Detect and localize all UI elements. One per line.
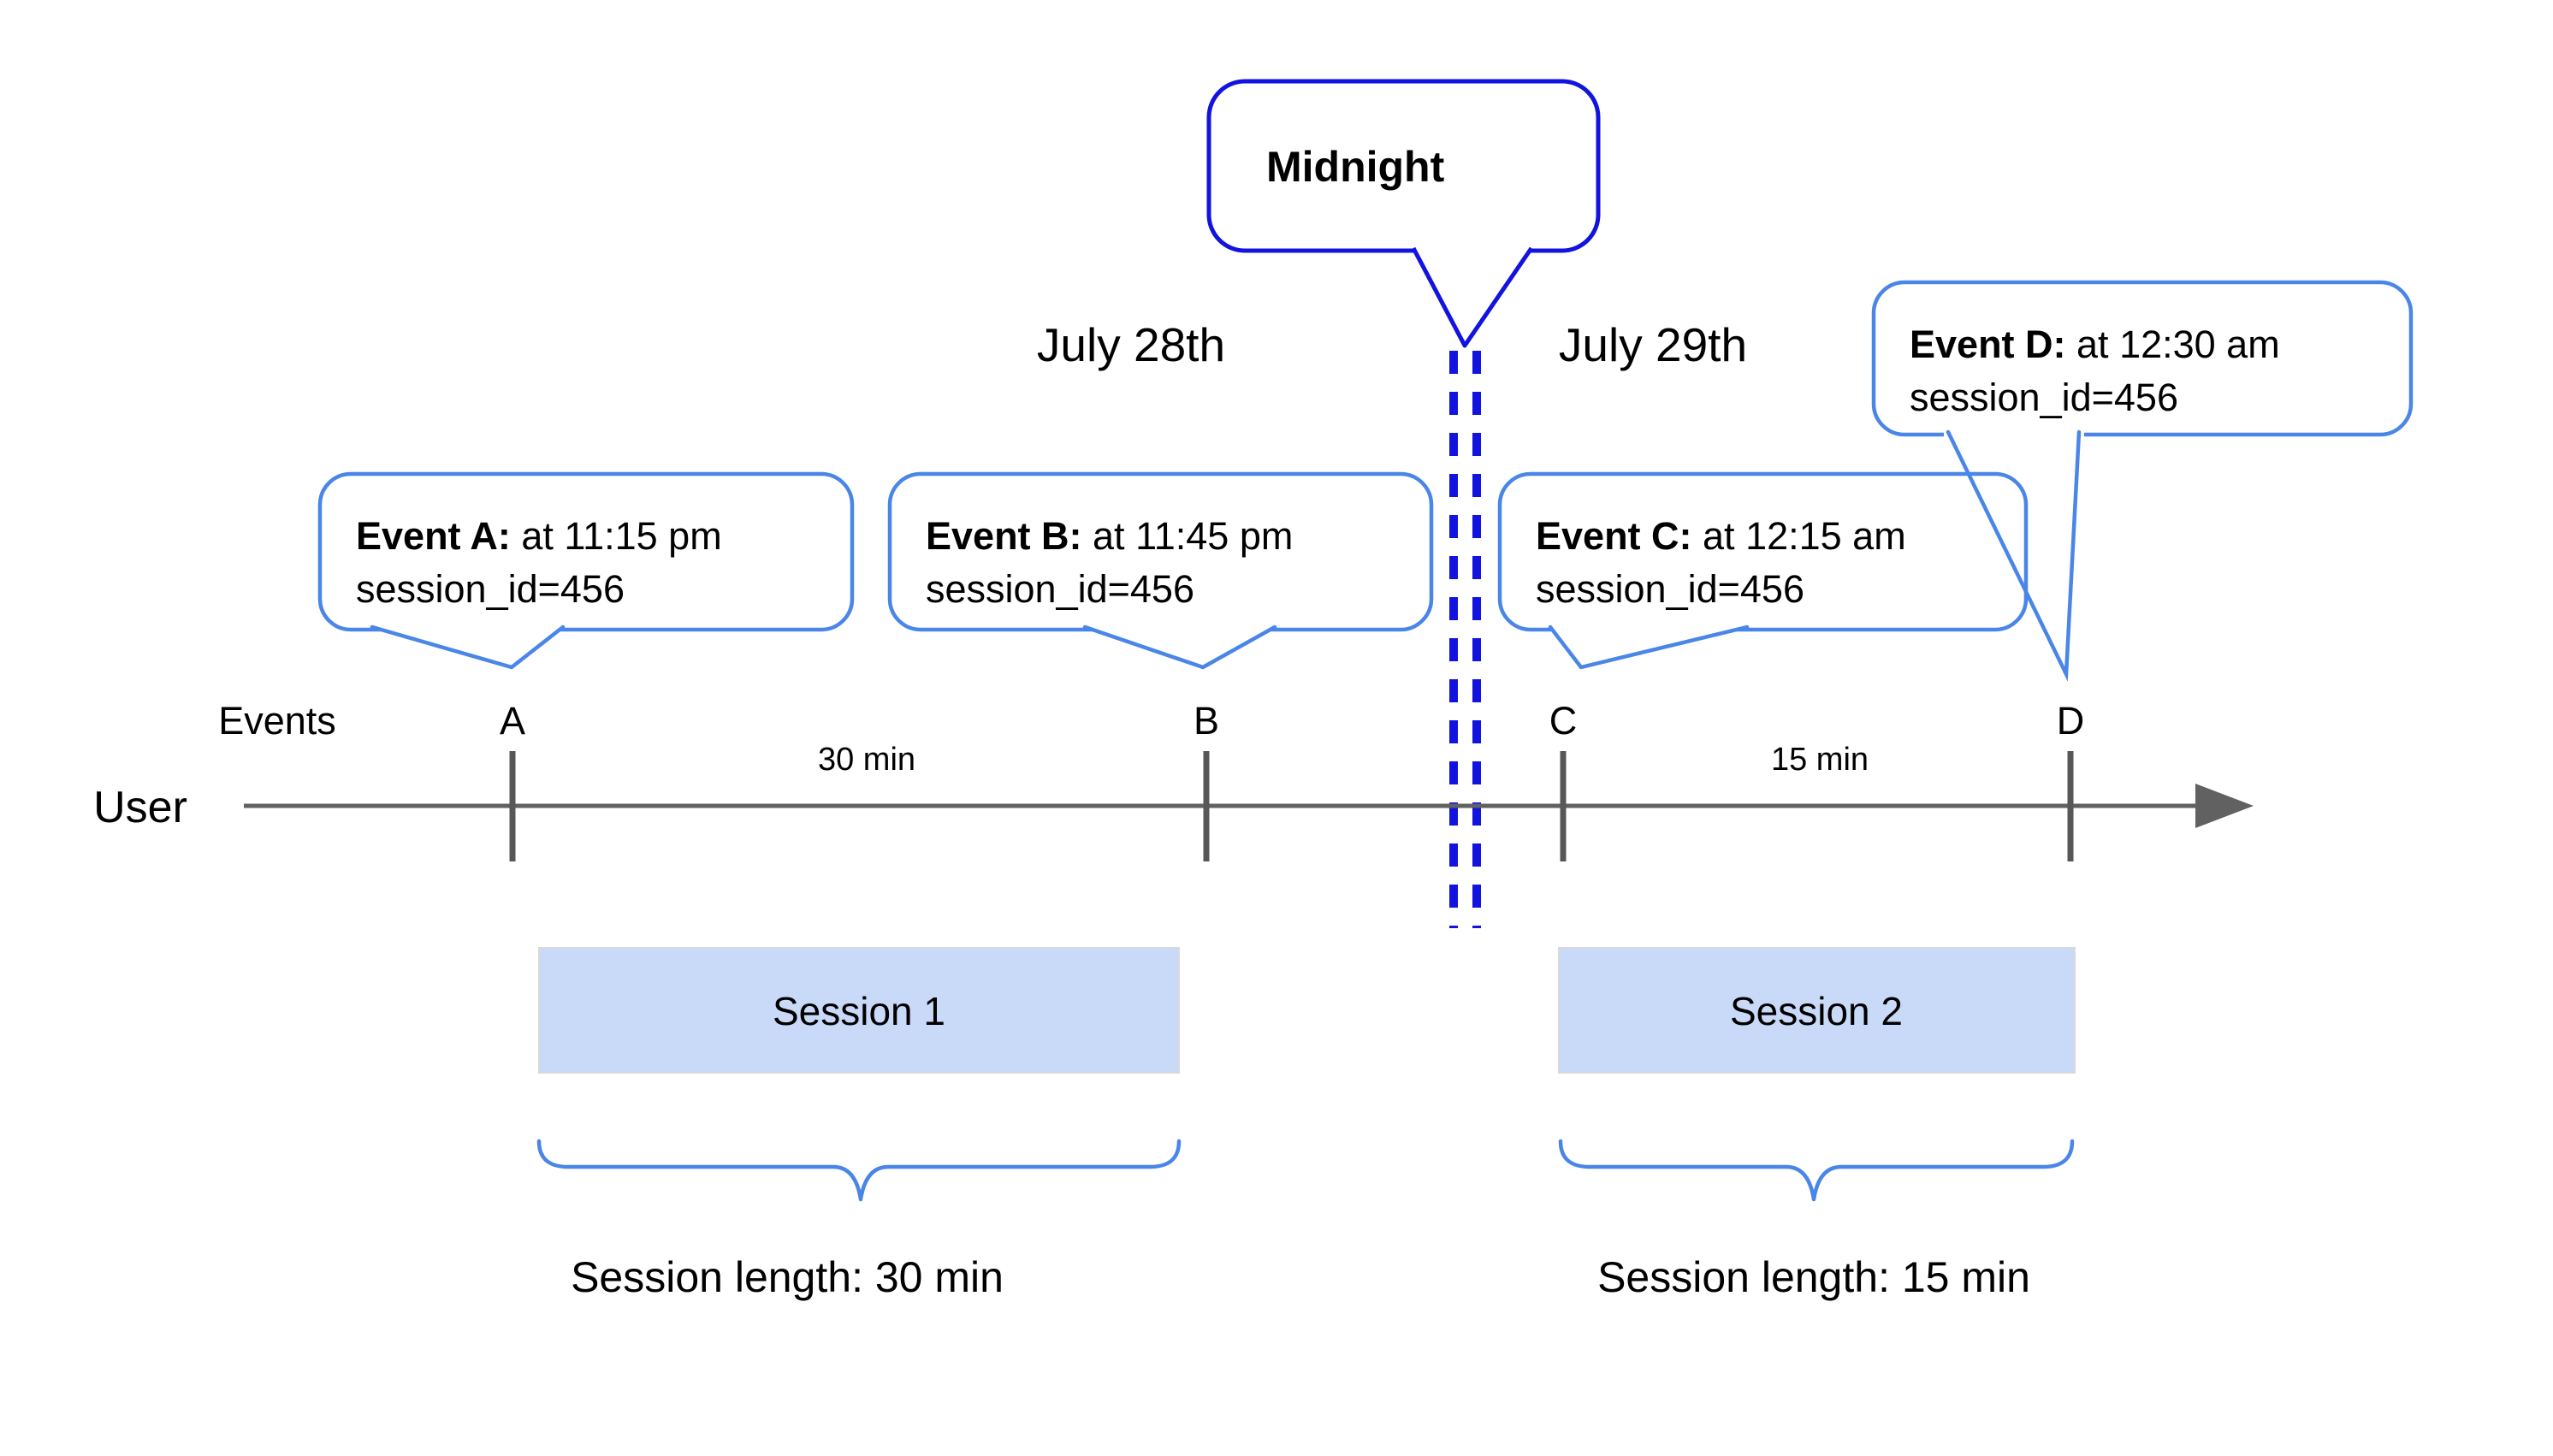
event-c-title: Event C: <box>1536 514 1692 558</box>
marker-label-a: A <box>500 699 525 743</box>
session-1-brace <box>536 1139 1182 1202</box>
midnight-label: Midnight <box>1266 143 1445 191</box>
session-2-brace <box>1558 1139 2075 1202</box>
event-a-time: at 11:15 pm <box>511 514 722 558</box>
event-d-title: Event D: <box>1910 323 2066 366</box>
session-2-box <box>1558 947 2076 1074</box>
session-2-length-label: Session length: 15 min <box>1597 1253 2030 1301</box>
session-1-box <box>538 947 1180 1074</box>
event-a-callout-tail <box>370 624 566 670</box>
event-a-callout: Event A: at 11:15 pm session_id=456 <box>317 471 855 670</box>
event-a-callout-box <box>317 471 855 632</box>
event-b-text-line1: Event B: at 11:45 pm <box>926 514 1293 558</box>
event-d-text-line1: Event D: at 12:30 am <box>1910 323 2280 366</box>
event-d-tail-gap <box>1944 428 2084 439</box>
event-a-text-line1: Event A: at 11:15 pm <box>356 514 722 558</box>
session-1-length-label: Session length: 30 min <box>571 1253 1004 1301</box>
events-row-label: Events <box>218 699 336 743</box>
event-b-callout: Event B: at 11:45 pm session_id=456 <box>887 471 1434 670</box>
event-d-time: at 12:30 am <box>2066 323 2280 366</box>
gap-label-15-min: 15 min <box>1771 742 1869 778</box>
event-c-callout-tail <box>1548 624 1750 670</box>
date-label-july-29: July 29th <box>1559 318 1747 371</box>
event-d-callout: Event D: at 12:30 am session_id=456 <box>1871 280 2414 682</box>
event-c-time: at 12:15 am <box>1692 514 1906 558</box>
event-b-time: at 11:45 pm <box>1082 514 1294 558</box>
marker-label-c: C <box>1549 699 1578 743</box>
user-row-label: User <box>93 783 187 832</box>
event-a-title: Event A: <box>356 514 511 558</box>
session-1-label: Session 1 <box>773 989 945 1033</box>
event-a-session-id: session_id=456 <box>356 567 625 611</box>
event-d-callout-box <box>1871 280 2414 437</box>
session-2-group: Session 2 Session length: 15 min <box>1558 947 2076 1301</box>
event-c-callout: Event C: at 12:15 am session_id=456 <box>1497 471 2029 670</box>
midnight-callout-tail <box>1411 246 1534 348</box>
session-1-group: Session 1 Session length: 30 min <box>536 947 1182 1301</box>
event-d-callout-tail <box>1946 429 2082 682</box>
event-d-session-id: session_id=456 <box>1910 376 2178 419</box>
midnight-callout: Midnight <box>1206 79 1601 348</box>
marker-label-d: D <box>2057 699 2085 743</box>
midnight-divider <box>1449 351 1481 928</box>
midnight-callout-box <box>1206 79 1601 253</box>
date-label-july-28: July 28th <box>1037 318 1225 371</box>
event-c-text-line1: Event C: at 12:15 am <box>1536 514 1906 558</box>
event-c-callout-box <box>1497 471 2029 632</box>
gap-label-30-min: 30 min <box>818 742 915 778</box>
event-c-session-id: session_id=456 <box>1536 567 1804 611</box>
session-2-label: Session 2 <box>1730 989 1903 1033</box>
marker-label-b: B <box>1194 699 1219 743</box>
event-b-title: Event B: <box>926 514 1082 558</box>
event-b-session-id: session_id=456 <box>926 567 1194 611</box>
timeline-arrow-icon <box>2195 784 2254 828</box>
timeline-axis <box>244 751 2254 861</box>
event-b-callout-tail <box>1082 624 1277 670</box>
